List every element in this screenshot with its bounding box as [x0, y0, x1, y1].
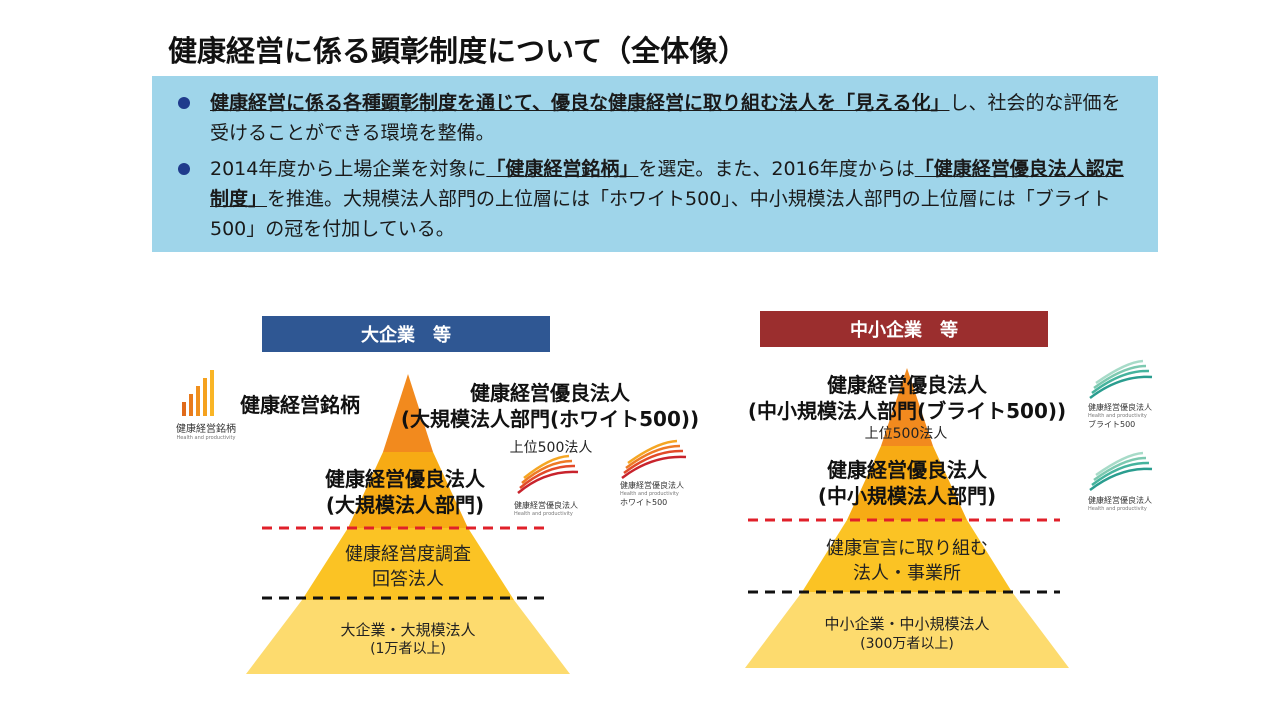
yuryo-logo-mark [517, 454, 579, 494]
bright500-logo-sub: Health and productivity [1088, 413, 1147, 419]
sme-top500-label: 上位500法人 [864, 426, 948, 442]
meigara-logo-text: 健康経営銘柄 [176, 424, 236, 435]
sme-yuryo-logo-sub: Health and productivity [1088, 506, 1147, 512]
sme-tier-declare [802, 520, 1012, 592]
bullet-2-text-c: を推進。大規模法人部門の上位層には「ホワイト500」、中小規模法人部門の上位層に… [210, 188, 1111, 240]
bullet-2-text-a: 2014年度から上場企業を対象に [210, 158, 487, 180]
survey-label-line2: 回答法人 [372, 569, 444, 590]
large-tier-base [246, 600, 570, 674]
large-yuryo-label-line1: 健康経営優良法人 [325, 467, 485, 491]
bright500-logo-text2: ブライト500 [1088, 420, 1136, 429]
sme-base-label-line2: (300万者以上) [860, 636, 954, 652]
page-title: 健康経営に係る顕彰制度について（全体像） [168, 34, 748, 68]
bullet-2-text-b: を選定。また、2016年度からは [638, 158, 915, 180]
large-top500-label: 上位500法人 [509, 440, 593, 456]
bullet-2-emphasis-1: 「健康経営銘柄」 [486, 158, 639, 180]
bright500-logo-mark [1089, 359, 1153, 399]
declare-label-line2: 法人・事業所 [853, 563, 961, 584]
meigara-logo-sub: Health and productivity [176, 435, 236, 441]
meigara-label: 健康経営銘柄 [240, 393, 360, 417]
bullet-2-emphasis-2: 「健康経営優良法人認定制度」 [210, 158, 1124, 210]
sme-yuryo-label-line2: (中小規模法人部門) [817, 484, 997, 508]
meigara-logo-mark [182, 370, 214, 416]
sme-yuryo-label-line1: 健康経営優良法人 [827, 458, 987, 482]
meigara-logo: 健康経営銘柄 Health and productivity [166, 420, 246, 441]
large-tier-yuryo [348, 452, 468, 528]
bright500-label-line2: (中小規模法人部門(ブライト500)) [747, 399, 1067, 423]
large-base-label-line2: (1万者以上) [370, 641, 446, 657]
bright500-label-line1: 健康経営優良法人 [827, 373, 987, 397]
large-yuryo-logo: 健康経営優良法人 Health and productivity [514, 500, 594, 517]
bright500-logo: 健康経営優良法人 Health and productivity ブライト500 [1088, 402, 1168, 430]
bullet-1-text: し、社会的な評価を受けることができる環境を整備。 [210, 92, 1121, 144]
large-yuryo-logo-sub: Health and productivity [514, 511, 573, 517]
white500-logo-text2: ホワイト500 [620, 498, 668, 507]
large-yuryo-label-line2: (大規模法人部門) [325, 493, 485, 517]
large-tier-top [383, 374, 433, 452]
sme-tier-yuryo [847, 446, 967, 520]
white500-logo-text: 健康経営優良法人 [620, 481, 684, 490]
large-base-label-line1: 大企業・大規模法人 [340, 621, 476, 639]
white500-logo-sub: Health and productivity [620, 491, 679, 497]
sme-yuryo-logo-mark [1089, 451, 1153, 491]
sme-tier-base [745, 592, 1069, 668]
white500-label-line2: (大規模法人部門(ホワイト500)) [400, 407, 700, 431]
summary-box: 健康経営に係る各種顕彰制度を通じて、優良な健康経営に取り組む法人を「見える化」し… [152, 76, 1158, 252]
white500-label-line1: 健康経営優良法人 [470, 381, 630, 405]
white500-logo-mark [621, 439, 687, 479]
summary-bullet-1: 健康経営に係る各種顕彰制度を通じて、優良な健康経営に取り組む法人を「見える化」し… [178, 88, 1138, 148]
large-tier-survey [302, 528, 514, 600]
bullet-dot [178, 97, 190, 109]
white500-logo: 健康経営優良法人 Health and productivity ホワイト500 [620, 480, 700, 508]
sme-base-label-line1: 中小企業・中小規模法人 [824, 615, 990, 633]
sme-tier-top [881, 368, 933, 446]
bullet-1-emphasis: 健康経営に係る各種顕彰制度を通じて、優良な健康経営に取り組む法人を「見える化」 [210, 92, 950, 114]
large-yuryo-logo-text: 健康経営優良法人 [514, 501, 578, 510]
bright500-logo-text: 健康経営優良法人 [1088, 403, 1152, 412]
survey-label-line1: 健康経営度調査 [345, 544, 471, 565]
declare-label-line1: 健康宣言に取り組む [826, 538, 988, 559]
sme-yuryo-logo: 健康経営優良法人 Health and productivity [1088, 495, 1168, 512]
bullet-dot [178, 163, 190, 175]
sme-header: 中小企業 等 [760, 311, 1048, 347]
summary-bullet-2: 2014年度から上場企業を対象に「健康経営銘柄」を選定。また、2016年度からは… [178, 154, 1138, 244]
large-enterprise-header: 大企業 等 [262, 316, 550, 352]
sme-yuryo-logo-text: 健康経営優良法人 [1088, 496, 1152, 505]
